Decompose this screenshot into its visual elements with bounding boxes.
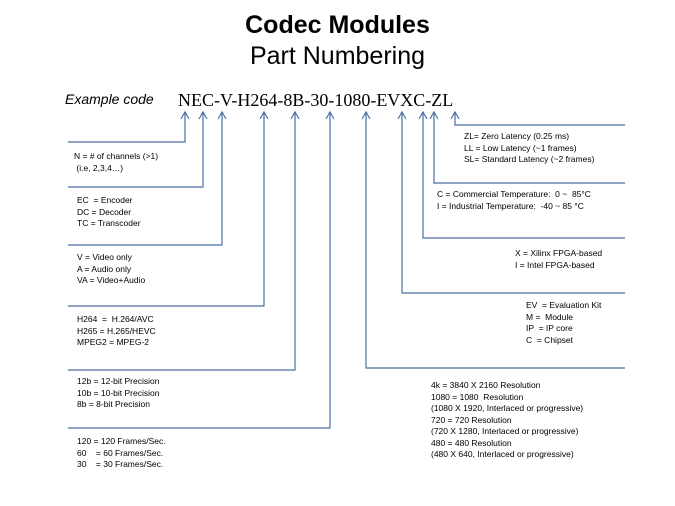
frame-rate-legend: 120 = 120 Frames/Sec. 60 = 60 Frames/Sec… (77, 436, 166, 471)
legend-line: (480 X 640, Interlaced or progressive) (431, 449, 574, 459)
temperature-legend: C = Commercial Temperature: 0 ~ 85°C I =… (437, 189, 591, 212)
legend-line: MPEG2 = MPEG-2 (77, 337, 150, 347)
arrowhead (429, 110, 439, 120)
connector-channels (68, 112, 186, 143)
connector-media-type (68, 112, 223, 246)
example-part-number: NEC-V-H264-8B-30-1080-EVXC-ZL (178, 90, 454, 110)
video-format-legend: H264 = H.264/AVC H265 = H.265/HEVC MPEG2… (77, 314, 156, 349)
slide-subtitle: Part Numbering (249, 42, 426, 70)
arrowhead (361, 110, 371, 120)
legend-line: X = Xilinx FPGA-based (515, 248, 603, 258)
latency-legend: ZL= Zero Latency (0.25 ms) LL = Low Late… (464, 131, 594, 166)
connector-module-type (401, 112, 625, 294)
legend-line: EC = Encoder (77, 195, 133, 205)
slide-title: Codec Modules (245, 11, 430, 39)
arrowhead (198, 110, 208, 120)
legend-line: 8b = 8-bit Precision (77, 399, 150, 409)
legend-line: 1080 = 1080 Resolution (431, 391, 524, 402)
legend-line: EV = Evaluation Kit (526, 300, 602, 310)
arrowhead (418, 110, 428, 120)
legend-line: N = # of channels (>1) (74, 151, 159, 161)
legend-line: 720 = 720 Resolution (431, 414, 512, 425)
legend-line: (i.e, 2,3,4…) (74, 162, 124, 173)
legend-line: A = Audio only (77, 263, 132, 274)
connector-codec-type (68, 112, 204, 188)
legend-line: LL = Low Latency (~1 frames) (464, 142, 577, 153)
connector-frame-rate (68, 112, 331, 429)
channels-legend: N = # of channels (>1) (i.e, 2,3,4…) (74, 151, 158, 174)
arrowhead (259, 110, 269, 120)
legend-line: C = Chipset (526, 334, 574, 345)
legend-line: 120 = 120 Frames/Sec. (77, 436, 166, 446)
example-code-label: Example code (65, 91, 154, 107)
arrowhead (290, 110, 300, 120)
connector-latency (454, 112, 625, 126)
legend-line: 12b = 12-bit Precision (77, 376, 160, 386)
legend-line: TC = Transcoder (77, 218, 141, 228)
precision-legend: 12b = 12-bit Precision 10b = 10-bit Prec… (77, 376, 159, 411)
legend-line: V = Video only (77, 252, 132, 262)
legend-line: ZL= Zero Latency (0.25 ms) (464, 131, 570, 141)
legend-line: (720 X 1280, Interlaced or progressive) (431, 426, 579, 436)
connector-resolution (365, 112, 625, 369)
legend-line: DC = Decoder (77, 206, 132, 217)
legend-line: VA = Video+Audio (77, 275, 146, 285)
legend-line: M = Module (526, 311, 574, 322)
legend-line: IP = IP core (526, 323, 573, 333)
media-type-legend: V = Video only A = Audio only VA = Video… (77, 252, 145, 287)
legend-line: 480 = 480 Resolution (431, 437, 512, 448)
arrowhead (397, 110, 407, 120)
resolution-legend: 4k = 3840 X 2160 Resolution 1080 = 1080 … (431, 380, 583, 461)
legend-line: 4k = 3840 X 2160 Resolution (431, 380, 541, 390)
arrowhead (217, 110, 227, 120)
legend-line: 10b = 10-bit Precision (77, 387, 160, 398)
legend-line: I = Industrial Temperature: -40 ~ 85 °C (437, 200, 584, 211)
legend-line: (1080 X 1920, Interlaced or progressive) (431, 403, 584, 413)
arrowhead (180, 110, 190, 120)
legend-line: 30 = 30 Frames/Sec. (77, 459, 164, 469)
arrowhead (325, 110, 335, 120)
legend-line: SL= Standard Latency (~2 frames) (464, 154, 595, 164)
connector-video-format (68, 112, 265, 307)
legend-line: I = Intel FPGA-based (515, 259, 595, 270)
legend-line: 60 = 60 Frames/Sec. (77, 447, 164, 458)
legend-line: H264 = H.264/AVC (77, 314, 154, 324)
legend-line: C = Commercial Temperature: 0 ~ 85°C (437, 189, 591, 199)
legend-line: H265 = H.265/HEVC (77, 325, 156, 336)
arrowhead (450, 110, 460, 120)
connector-precision (68, 112, 296, 371)
fpga-legend: X = Xilinx FPGA-based I = Intel FPGA-bas… (515, 248, 602, 271)
module-type-legend: EV = Evaluation Kit M = Module IP = IP c… (526, 300, 601, 346)
connector-fpga (422, 112, 625, 239)
codec-type-legend: EC = Encoder DC = Decoder TC = Transcode… (77, 195, 141, 230)
connector-temperature (433, 112, 625, 184)
